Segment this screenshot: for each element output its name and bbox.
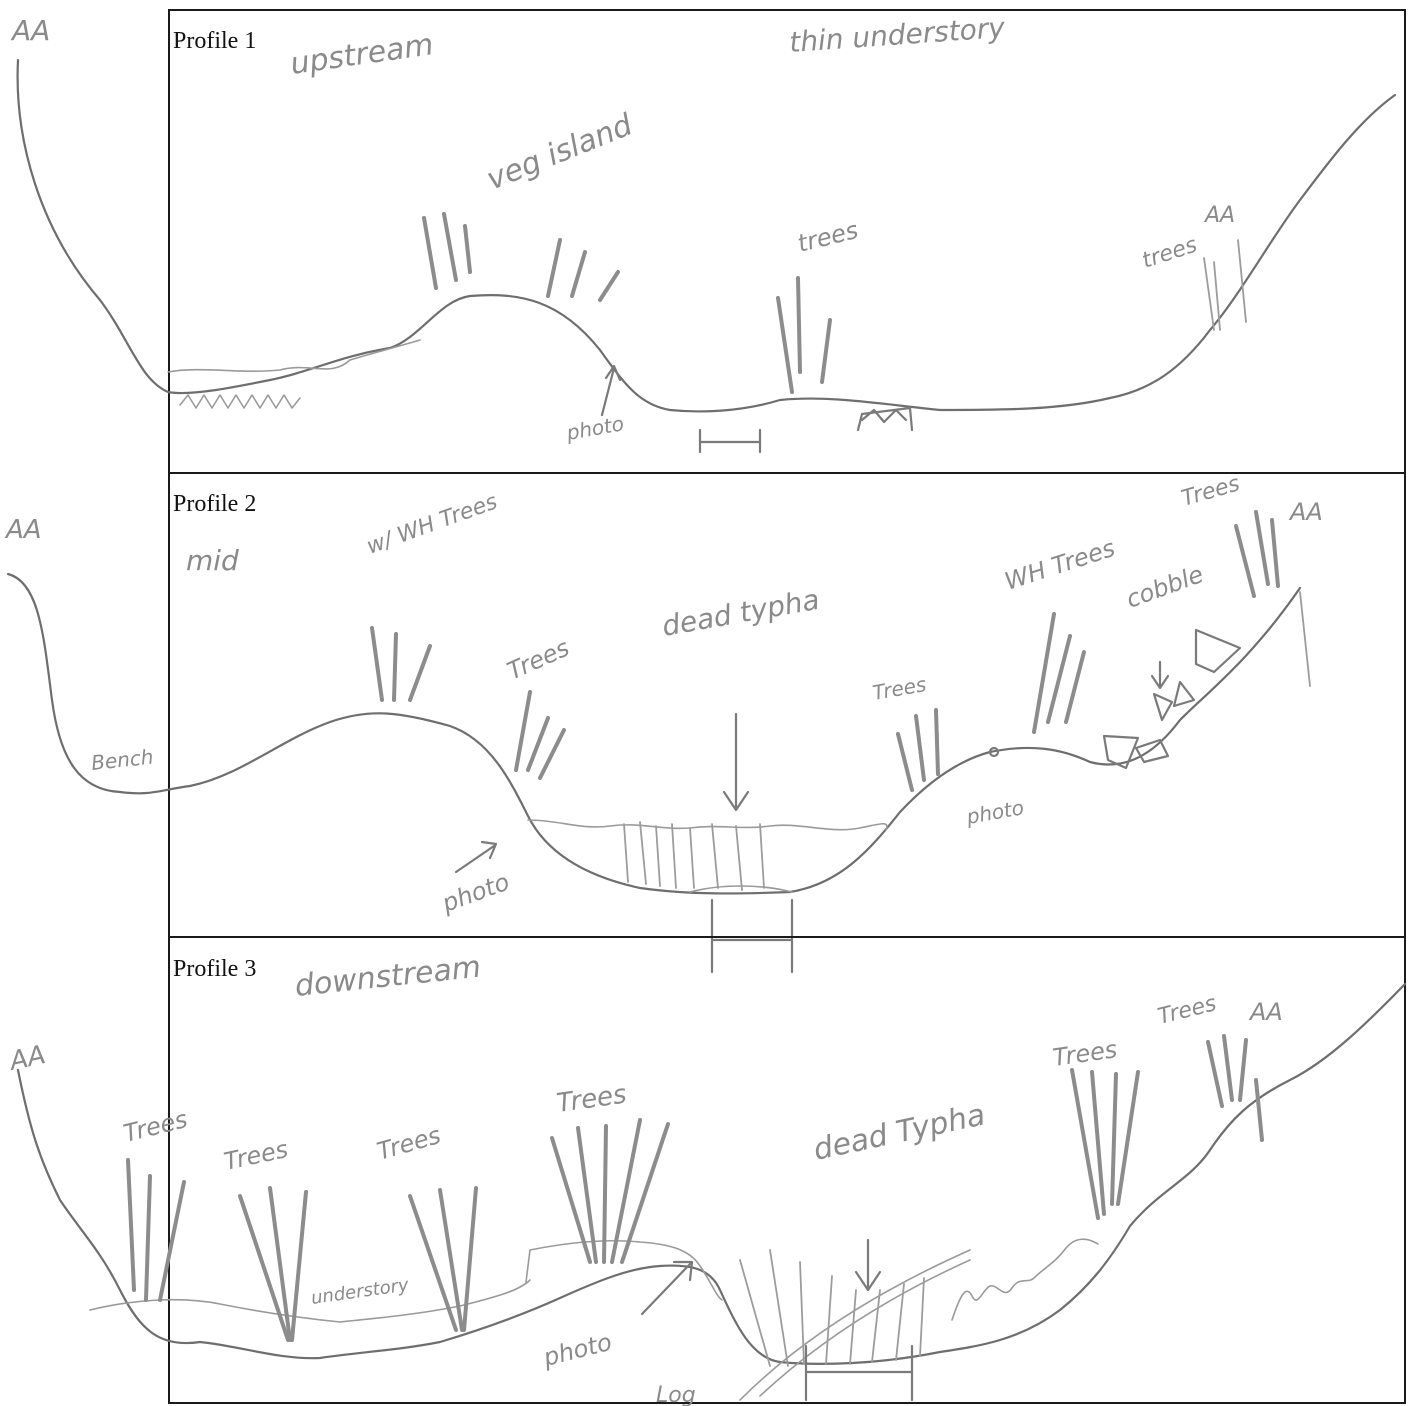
profile-3-trees-4 [550, 1118, 670, 1264]
profile-1-upstream-note: upstream [288, 27, 435, 82]
profile-1-channel-hatching [179, 394, 301, 409]
profile-2-trees-left-note: Trees [503, 634, 573, 686]
profile-3-downstream-note: downstream [293, 950, 482, 1004]
profile-1-trees-mid-note: trees [795, 216, 861, 258]
profile-3-ground-line [16, 982, 1407, 1365]
profile-2-trees-right [1234, 510, 1311, 687]
profile-2-photo-bank-label: photo [964, 795, 1026, 829]
profile-1-channel-width-marker [698, 428, 762, 454]
profile-2-trees-mid-note: Trees [871, 672, 928, 705]
profile-3-trees-6 [1206, 1034, 1264, 1142]
profile-2-trees-mid [896, 708, 940, 792]
profile-2-ground-line [6, 572, 1302, 895]
profile-2-trees-left [514, 690, 566, 780]
profile-3-log-label: Log [656, 1383, 696, 1406]
profile-2-photo-channel-label: photo [438, 868, 514, 918]
profile-2-channel-water [689, 885, 793, 893]
profile-3-understory-line [89, 1279, 531, 1323]
profile-2-wh-trees-left-note: w/ WH Trees [364, 489, 501, 559]
profile-2-photo-point [988, 746, 1000, 758]
profile-3-dead-typha-arrow [854, 1238, 882, 1292]
profile-3-understory-note: understory [310, 1274, 411, 1309]
profile-3-log-line-2 [759, 1259, 971, 1397]
profile-2-aa-left: AA [4, 515, 42, 545]
profile-1-right-trees [1203, 239, 1247, 331]
profile-3-frame [168, 936, 1406, 1404]
profile-3-title: Profile 3 [173, 956, 256, 982]
profile-1-understory-note: thin understory [788, 11, 1006, 59]
profile-3-trees-2 [238, 1186, 308, 1342]
profile-2-photo-arrow [454, 840, 498, 874]
profile-3-photo-label: photo [540, 1328, 615, 1372]
profile-3-trees-1-note: Trees [121, 1105, 191, 1148]
profile-2-aa-right: AA [1288, 498, 1323, 526]
profile-2-wh-trees-right [1032, 612, 1086, 734]
profile-3-dead-typha-stems [739, 1249, 925, 1367]
profile-3-trees-5 [1070, 1068, 1140, 1220]
profile-3-trees-5-note: Trees [1051, 1035, 1119, 1072]
profile-1-photo-arrow [600, 364, 622, 417]
profile-1-trees-right-note: trees [1139, 233, 1200, 274]
profile-3-aa-right: AA [1248, 998, 1283, 1026]
profile-3-panel: Profile 3 downstream AA Trees Trees Tree… [5, 936, 1407, 1406]
profile-1-frame [168, 9, 1406, 474]
profile-3-photo-arrow [640, 1260, 694, 1316]
profile-1-photo-label: photo [564, 411, 626, 445]
profile-1-panel: Profile 1 upstream thin understory veg i… [10, 9, 1406, 474]
profile-3-trees-4-note: Trees [555, 1079, 629, 1118]
profile-2-cobble-sketch [1102, 628, 1242, 770]
profile-1-channel-line [167, 339, 421, 373]
profile-1-mid-trees [776, 276, 832, 394]
profile-3-channel-width-marker [804, 1344, 914, 1402]
profile-1-veg-island-note: veg island [482, 107, 638, 197]
profile-1-aa-right: AA [1203, 203, 1235, 228]
profile-1-cobble-sketch [856, 406, 914, 432]
profile-2-title: Profile 2 [173, 491, 256, 517]
profile-1-veg-island-trees [422, 212, 620, 302]
profile-2-cobble-note: cobble [1122, 560, 1207, 614]
profile-3-aa-left: AA [5, 1040, 48, 1077]
profile-3-trees-6-note: Trees [1155, 991, 1219, 1030]
profile-1-ground-line [16, 58, 1397, 413]
profile-3-trees-2-note: Trees [221, 1135, 290, 1176]
profile-3-trees-1 [126, 1158, 186, 1302]
profile-2-wh-trees-left [370, 626, 432, 702]
profile-2-dead-typha-arrow [722, 712, 750, 812]
profile-2-typha-mat [527, 819, 888, 831]
profile-2-frame [168, 472, 1406, 938]
profile-2-bench-note: Bench [90, 745, 155, 775]
profile-2-dead-typha-note: dead typha [659, 583, 821, 643]
profile-3-log-line [739, 1249, 971, 1401]
profile-3-dead-typha-note: dead Typha [810, 1097, 988, 1167]
profile-3-island-line [525, 1239, 723, 1301]
profile-3-understory-scribble [951, 1238, 1099, 1321]
profile-2-panel: Profile 2 mid AA Bench w/ WH Trees Trees… [4, 471, 1406, 974]
profile-1-title: Profile 1 [173, 28, 256, 54]
profile-3-trees-3-note: Trees [374, 1121, 444, 1166]
profile-3-trees-3 [408, 1186, 478, 1332]
profile-1-aa-left: AA [10, 14, 50, 47]
profile-2-dead-typha-stems [623, 821, 765, 891]
profile-2-wh-trees-right-note: WH Trees [1001, 534, 1118, 596]
profile-2-trees-right-note: Trees [1179, 471, 1243, 511]
profile-2-mid-note: mid [186, 544, 239, 577]
